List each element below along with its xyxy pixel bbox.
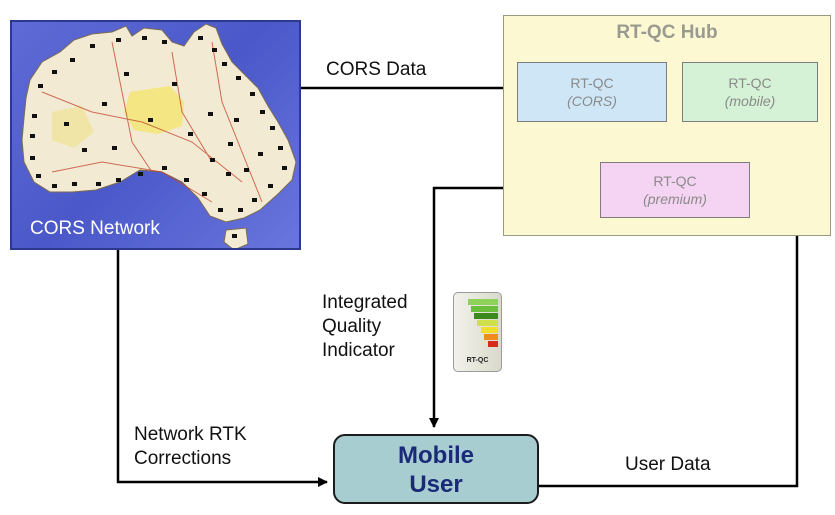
rt-qc-premium-title: RT-QC [653,173,697,189]
arrow-user-data [539,114,802,488]
network-rtk-corrections-label: Network RTK Corrections [134,423,247,471]
mobile-user-line-1: Mobile [398,442,474,469]
iqi-line-2: Quality [322,316,382,337]
indicator-bar-4 [477,320,498,326]
arrow-network-rtk [116,250,328,487]
rt-qc-cors-title: RT-QC [570,75,614,91]
tasmania [223,227,249,248]
user-data-label: User Data [625,454,711,475]
indicator-bar-7 [488,341,498,347]
rtk-line-1: Network RTK [134,424,247,445]
australia-map-image [21,23,297,248]
quality-indicator-icon [453,292,502,372]
rt-qc-premium-box: RT-QC (premium) [600,162,750,218]
rt-qc-cors-box: RT-QC (CORS) [517,62,667,122]
central-desert [124,86,184,134]
indicator-bar-6 [484,334,498,340]
indicator-bars [468,299,498,347]
integrated-quality-indicator-label: Integrated Quality Indicator [322,291,408,363]
iqi-line-1: Integrated [322,292,408,313]
indicator-bar-2 [471,306,498,312]
rt-qc-mobile-subtitle: (mobile) [724,93,776,109]
rt-qc-mobile-box: RT-QC (mobile) [682,62,818,122]
rt-qc-premium-subtitle: (premium) [643,191,707,207]
hub-title: RT-QC Hub [616,22,718,43]
cors-network-label: CORS Network [30,218,160,239]
cors-data-label: CORS Data [326,59,427,80]
mobile-user-line-2: User [409,471,463,498]
mobile-user-box: Mobile User [333,434,539,504]
indicator-bar-5 [481,327,498,333]
cors-network-map [10,20,301,250]
indicator-bar-3 [474,313,498,319]
indicator-icon-label: RT-QC [466,357,489,364]
cors-station-markers [30,36,287,238]
rt-qc-mobile-title: RT-QC [728,75,772,91]
iqi-line-3: Indicator [322,340,395,361]
indicator-bar-1 [468,299,498,305]
rt-qc-cors-subtitle: (CORS) [567,93,617,109]
rtk-line-2: Corrections [134,448,232,469]
